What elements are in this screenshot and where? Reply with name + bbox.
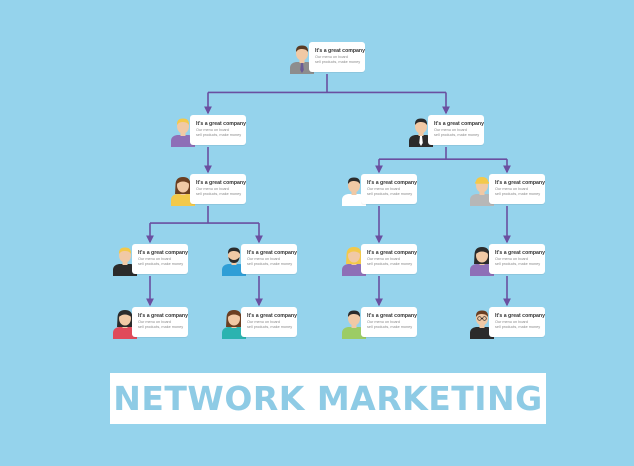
- man-icon: [339, 174, 369, 206]
- card-title: It's a great company: [367, 180, 417, 186]
- card-title: It's a great company: [495, 250, 545, 256]
- card-description: Our menu on board sell products, make mo…: [495, 187, 541, 196]
- card-description: Our menu on board sell products, make mo…: [196, 128, 242, 137]
- card-description: Our menu on board sell products, make mo…: [315, 55, 361, 64]
- card-title: It's a great company: [247, 250, 297, 256]
- businessman-icon: [287, 42, 317, 74]
- card-title: It's a great company: [495, 313, 545, 319]
- card-title: It's a great company: [367, 250, 417, 256]
- card-description: Our menu on board sell products, make mo…: [247, 257, 293, 266]
- card-description: Our menu on board sell products, make mo…: [495, 320, 541, 329]
- bearded-man-icon: [219, 244, 249, 276]
- man-in-suit-icon: [406, 115, 436, 147]
- card-title: It's a great company: [196, 180, 246, 186]
- card-title: It's a great company: [196, 121, 246, 127]
- card-description: Our menu on board sell products, make mo…: [367, 257, 413, 266]
- card-description: Our menu on board sell products, make mo…: [247, 320, 293, 329]
- banner-title: NETWORK MARKETING: [113, 379, 543, 418]
- man-icon: [339, 307, 369, 339]
- blonde-man-icon: [168, 115, 198, 147]
- card-title: It's a great company: [367, 313, 417, 319]
- card-description: Our menu on board sell products, make mo…: [367, 187, 413, 196]
- card-title: It's a great company: [247, 313, 297, 319]
- card-description: Our menu on board sell products, make mo…: [495, 257, 541, 266]
- card-title: It's a great company: [495, 180, 545, 186]
- card-description: Our menu on board sell products, make mo…: [367, 320, 413, 329]
- card-description: Our menu on board sell products, make mo…: [434, 128, 480, 137]
- woman-icon: [110, 307, 140, 339]
- card-title: It's a great company: [138, 313, 188, 319]
- card-title: It's a great company: [315, 48, 365, 54]
- network-marketing-banner: NETWORK MARKETING: [110, 373, 546, 424]
- card-title: It's a great company: [138, 250, 188, 256]
- man-with-cap-icon: [467, 174, 497, 206]
- woman-icon: [467, 244, 497, 276]
- man-with-glasses-icon: [467, 307, 497, 339]
- blonde-man-icon: [110, 244, 140, 276]
- card-title: It's a great company: [434, 121, 484, 127]
- woman-icon: [219, 307, 249, 339]
- card-description: Our menu on board sell products, make mo…: [138, 257, 184, 266]
- card-description: Our menu on board sell products, make mo…: [196, 187, 242, 196]
- blonde-woman-icon: [339, 244, 369, 276]
- card-description: Our menu on board sell products, make mo…: [138, 320, 184, 329]
- woman-icon: [168, 174, 198, 206]
